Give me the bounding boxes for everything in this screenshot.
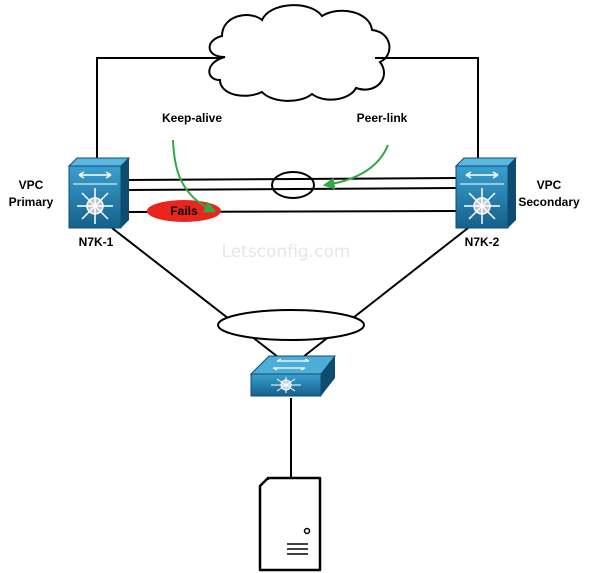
vpc-primary-label-line2: Primary: [9, 195, 54, 209]
fails-label: Fails: [170, 204, 198, 218]
vpc-bundle-ellipse: [217, 309, 365, 341]
nexus-switch-icon: [454, 157, 518, 229]
nexus-switch-icon: [67, 157, 131, 229]
fails-marker: Fails: [147, 200, 221, 222]
uplink-left: [96, 57, 222, 158]
uplink-right: [375, 57, 479, 158]
keepalive-arrow: [172, 139, 217, 213]
cloud-icon: [208, 4, 391, 102]
peer-link-line-1: [126, 177, 458, 181]
vpc-primary-label-line1: VPC: [19, 178, 44, 192]
watermark: Letsconfig.com: [222, 242, 351, 262]
access-switch-icon: [249, 355, 337, 397]
peer-link-ellipse: [271, 171, 315, 199]
annotation-arrows: [172, 139, 389, 213]
peer-link-line-2: [126, 187, 458, 191]
vpc-secondary-label-line2: Secondary: [518, 195, 580, 209]
keepalive-label: Keep-alive: [162, 111, 222, 125]
peerlink-arrow: [322, 144, 389, 190]
switch-right-label: N7K-2: [465, 235, 500, 249]
vpc-secondary-label-line1: VPC: [537, 178, 562, 192]
switch-left-label: N7K-1: [79, 235, 114, 249]
server-icon: [258, 476, 322, 572]
downlink-lines: [111, 227, 469, 478]
uplink-lines: [96, 57, 479, 158]
peerlink-label: Peer-link: [357, 111, 408, 125]
